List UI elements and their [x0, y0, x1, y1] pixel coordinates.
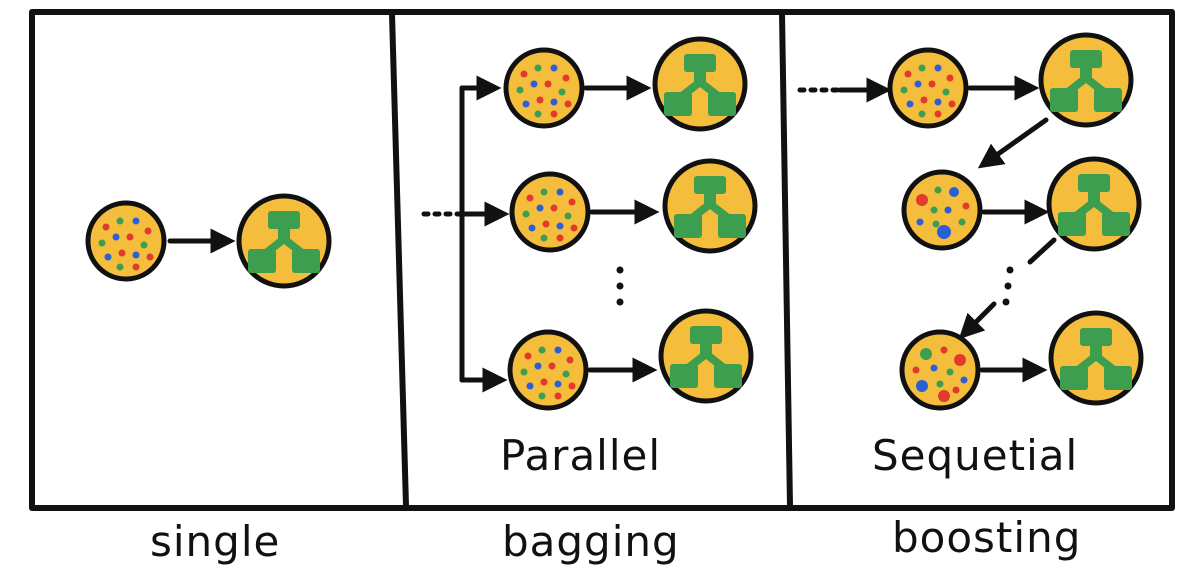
boosting-inner-label: Sequetial	[872, 431, 1078, 480]
arrow-icon	[977, 117, 1049, 169]
vertical-ellipsis-icon	[616, 266, 624, 306]
decision-tree-icon	[655, 39, 745, 129]
boosting-caption: boosting	[892, 513, 1081, 562]
vertical-ellipsis-icon	[1002, 266, 1014, 306]
data-sample-icon	[890, 50, 966, 126]
data-sample-icon	[88, 203, 164, 279]
decision-tree-icon	[1049, 159, 1139, 249]
data-sample-icon	[512, 174, 588, 250]
decision-tree-icon	[239, 196, 329, 286]
divider-single-bagging	[389, 11, 409, 509]
single-caption: single	[150, 517, 280, 566]
diagram-frame	[29, 9, 1175, 511]
divider-bagging-boosting	[779, 11, 793, 509]
weighted-sample-icon	[902, 332, 978, 408]
weighted-sample-icon	[904, 172, 980, 248]
panel-boosting: Sequetial	[797, 35, 1141, 480]
decision-tree-icon	[661, 311, 751, 401]
panel-bagging: Parallel	[421, 39, 755, 480]
data-sample-icon	[506, 50, 582, 126]
arrow-icon	[958, 301, 997, 340]
decision-tree-icon	[1041, 35, 1131, 125]
bagging-caption: bagging	[502, 517, 680, 566]
panel-single	[88, 196, 329, 286]
decision-tree-icon	[1051, 313, 1141, 403]
decision-tree-icon	[665, 161, 755, 251]
bagging-inner-label: Parallel	[500, 431, 661, 480]
data-sample-icon	[510, 332, 586, 408]
arrow-dash-icon	[1027, 237, 1057, 265]
